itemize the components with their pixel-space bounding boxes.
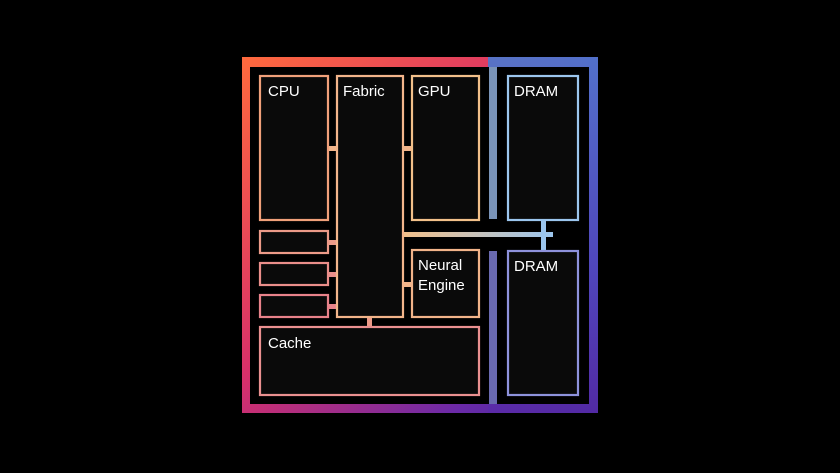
connectors	[328, 146, 412, 327]
cache-label: Cache	[268, 335, 311, 352]
cpu-label: CPU	[268, 83, 300, 100]
small2-fabric-link	[328, 272, 337, 277]
fabric-block: Fabric	[335, 74, 405, 319]
memory-bus-spine	[541, 219, 546, 251]
gap-stub-top	[489, 67, 497, 219]
memory-bus	[403, 232, 553, 237]
small-block-3	[258, 293, 330, 319]
neural-engine-block: Neural Engine	[410, 248, 481, 319]
dram-block-top: DRAM	[506, 74, 580, 222]
dram-bottom-label: DRAM	[514, 258, 558, 275]
small1-fabric-link	[328, 240, 337, 245]
neural-engine-label-line1: Neural	[418, 257, 462, 274]
cpu-block: CPU	[258, 74, 330, 222]
small-block-1	[258, 229, 330, 255]
fabric-neural-link	[403, 282, 412, 287]
gap-stub-bottom	[489, 251, 497, 404]
small3-fabric-link	[328, 304, 337, 309]
gpu-block: GPU	[410, 74, 481, 222]
dram-block-bottom: DRAM	[506, 249, 580, 397]
cpu-fabric-link	[328, 146, 337, 151]
cache-block: Cache	[258, 325, 481, 397]
fabric-label: Fabric	[343, 83, 385, 100]
small-block-2	[258, 261, 330, 287]
dram-top-label: DRAM	[514, 83, 558, 100]
neural-engine-label-line2: Engine	[418, 277, 465, 294]
fabric-cache-link	[367, 317, 372, 327]
gpu-label: GPU	[418, 83, 451, 100]
fabric-gpu-link	[403, 146, 412, 151]
